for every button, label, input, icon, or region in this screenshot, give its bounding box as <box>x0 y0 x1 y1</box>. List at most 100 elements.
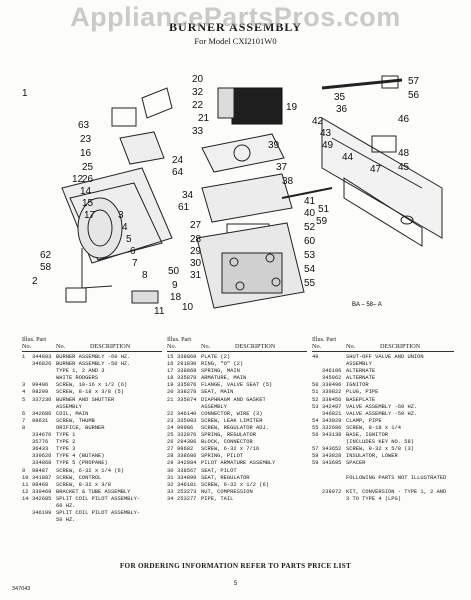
part-description: INSULATOR, LOWER <box>346 453 398 460</box>
part-number: 36433 <box>32 446 49 453</box>
document-code: 347043 <box>12 586 31 592</box>
svg-text:19: 19 <box>286 102 298 113</box>
parts-row: (INCLUDES KEY NO. 58) <box>312 439 454 446</box>
illus-number: 14 <box>22 495 29 502</box>
svg-text:5: 5 <box>126 234 132 245</box>
part-description: BURNER ASSEMBLY -60 HZ. <box>56 354 131 360</box>
part-number: 341887 <box>32 474 52 481</box>
svg-text:10: 10 <box>182 302 194 313</box>
part-number: 345062 <box>322 375 342 382</box>
part-number: 98468 <box>32 481 49 488</box>
part-description: DIAPHRAGM AND GASKET <box>201 396 266 403</box>
part-number: 343652 <box>322 446 342 453</box>
part-number: 334899 <box>177 474 197 481</box>
part-number: 346181 <box>177 481 197 488</box>
svg-text:31: 31 <box>190 270 202 281</box>
part-description: PIPE, TAIL <box>201 495 234 502</box>
illus-number: 20 <box>167 389 174 396</box>
parts-header: Illus. Part No.No.DESCRIPTION <box>167 336 307 352</box>
parts-row: WHITE RODGERS <box>22 375 162 382</box>
illus-number: 4 <box>22 389 26 396</box>
illus-number: 16 <box>167 361 174 368</box>
part-description: TYPE 2 <box>56 439 76 446</box>
part-description: ORIFICE, BURNER <box>56 424 105 431</box>
part-description: SHUT-OFF VALVE AND UNION <box>346 354 424 360</box>
model-subtitle: For Model CXI2101W0 <box>194 36 277 46</box>
part-description: SCREW, 6-32 x 7/16 <box>201 446 260 453</box>
part-number: 98209 <box>32 389 49 396</box>
part-number: 253277 <box>177 495 197 502</box>
parts-row: ASSEMBLY <box>22 404 162 411</box>
part-description: SPRING, MAIN <box>201 368 240 375</box>
parts-row: 60 HZ. <box>22 503 162 510</box>
part-description: SCREW, REGULATOR ADJ. <box>201 424 269 431</box>
svg-text:30: 30 <box>190 258 202 269</box>
illus-number: 7 <box>22 417 26 424</box>
part-number: 342884 <box>177 460 197 467</box>
svg-text:9: 9 <box>172 280 178 291</box>
svg-text:42: 42 <box>312 116 324 127</box>
part-number: 335983 <box>177 417 197 424</box>
illus-number: 53 <box>312 403 319 410</box>
part-description: SEAT, PILOT <box>201 467 237 474</box>
svg-text:36: 36 <box>336 104 348 115</box>
svg-text:14: 14 <box>80 186 92 197</box>
svg-text:23: 23 <box>80 134 92 145</box>
part-number: 346821 <box>322 410 342 417</box>
parts-row: TYPE 1, 2 AND 3 <box>22 368 162 375</box>
illus-number: 30 <box>167 467 174 474</box>
svg-text:47: 47 <box>370 164 382 175</box>
part-description: SCREW, 8-32 x 3/8 <box>56 481 111 488</box>
svg-text:56: 56 <box>408 90 420 101</box>
part-description: 50 HZ. <box>56 517 76 524</box>
part-description: RING, "O" (2) <box>201 361 244 368</box>
part-description: SCREW, 6-32 x 1/2 (6) <box>201 481 269 488</box>
svg-text:26: 26 <box>82 174 94 185</box>
part-number: 337236 <box>32 396 52 403</box>
illus-number: 3 <box>22 382 26 389</box>
part-number: 339822 <box>322 389 342 396</box>
svg-text:3: 3 <box>118 210 124 221</box>
part-description: ASSEMBLY <box>201 403 227 410</box>
svg-text:17: 17 <box>84 210 96 221</box>
illus-number: 10 <box>22 474 29 481</box>
part-description: TYPE 4 (BUTANE) <box>56 453 105 460</box>
page-number: 5 <box>233 581 238 587</box>
part-number: 99406 <box>32 382 49 389</box>
part-description: BURNER ASSEMBLY -50 HZ. <box>56 361 131 368</box>
svg-text:15: 15 <box>82 198 94 209</box>
illus-number: 31 <box>167 474 174 481</box>
svg-text:22: 22 <box>192 100 204 111</box>
part-description: SCREW, 8-32 x 5/8 (3) <box>346 446 414 453</box>
svg-text:7: 7 <box>132 258 138 269</box>
illus-number: 34 <box>167 495 174 502</box>
part-description: SEAT, REGULATOR <box>201 474 250 481</box>
part-description: SPLIT COIL PILOT ASSEMBLY- <box>56 495 141 502</box>
part-description: SCREW, 8-18 x 1/4 <box>346 424 401 431</box>
part-description: BASE, IGNITOR <box>346 432 389 439</box>
svg-text:54: 54 <box>304 264 316 275</box>
illus-number: 6 <box>22 410 26 417</box>
svg-text:55: 55 <box>304 278 316 289</box>
